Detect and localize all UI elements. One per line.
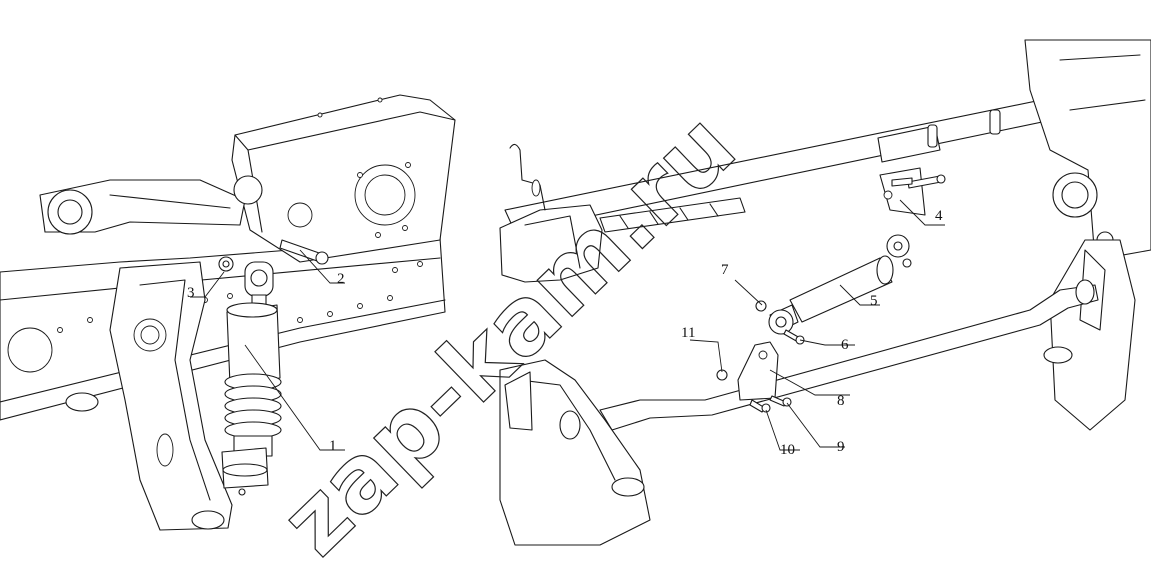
callout-2: 2 <box>337 271 345 287</box>
callout-3: 3 <box>187 285 195 301</box>
left-frame-rail <box>0 237 446 421</box>
rail-holes <box>57 261 423 333</box>
right-stabilizer-bar <box>599 279 1099 431</box>
right-cab-bracket <box>499 359 651 546</box>
callout-5: 5 <box>870 293 878 309</box>
callout-8: 8 <box>837 393 845 409</box>
right-shock-absorber-5 <box>768 234 910 335</box>
callout-7: 7 <box>721 262 729 278</box>
callout-11: 11 <box>681 325 695 341</box>
callout-numbers: 1 2 3 4 5 6 7 8 9 10 11 <box>187 208 943 458</box>
left-frame-bracket <box>65 261 233 531</box>
left-tilt-lever <box>39 175 263 235</box>
right-left-bracket <box>499 143 603 283</box>
left-shock-absorber <box>221 261 282 496</box>
callout-9: 9 <box>837 439 845 455</box>
callout-1: 1 <box>329 438 337 454</box>
callout-6: 6 <box>841 337 849 353</box>
right-wire-clip <box>599 197 746 233</box>
callout-4: 4 <box>935 208 943 224</box>
shock-coil-spring <box>224 373 282 439</box>
right-mount-bracket-8 <box>737 341 779 401</box>
leader-lines <box>190 199 945 451</box>
right-frame-rail <box>1024 39 1151 261</box>
left-nut-3 <box>218 256 234 272</box>
right-bolts <box>716 174 946 413</box>
right-lower-bracket <box>1043 239 1136 431</box>
right-bracket-4 <box>879 167 926 216</box>
callout-10: 10 <box>780 442 795 458</box>
left-cab-bracket <box>231 94 456 263</box>
